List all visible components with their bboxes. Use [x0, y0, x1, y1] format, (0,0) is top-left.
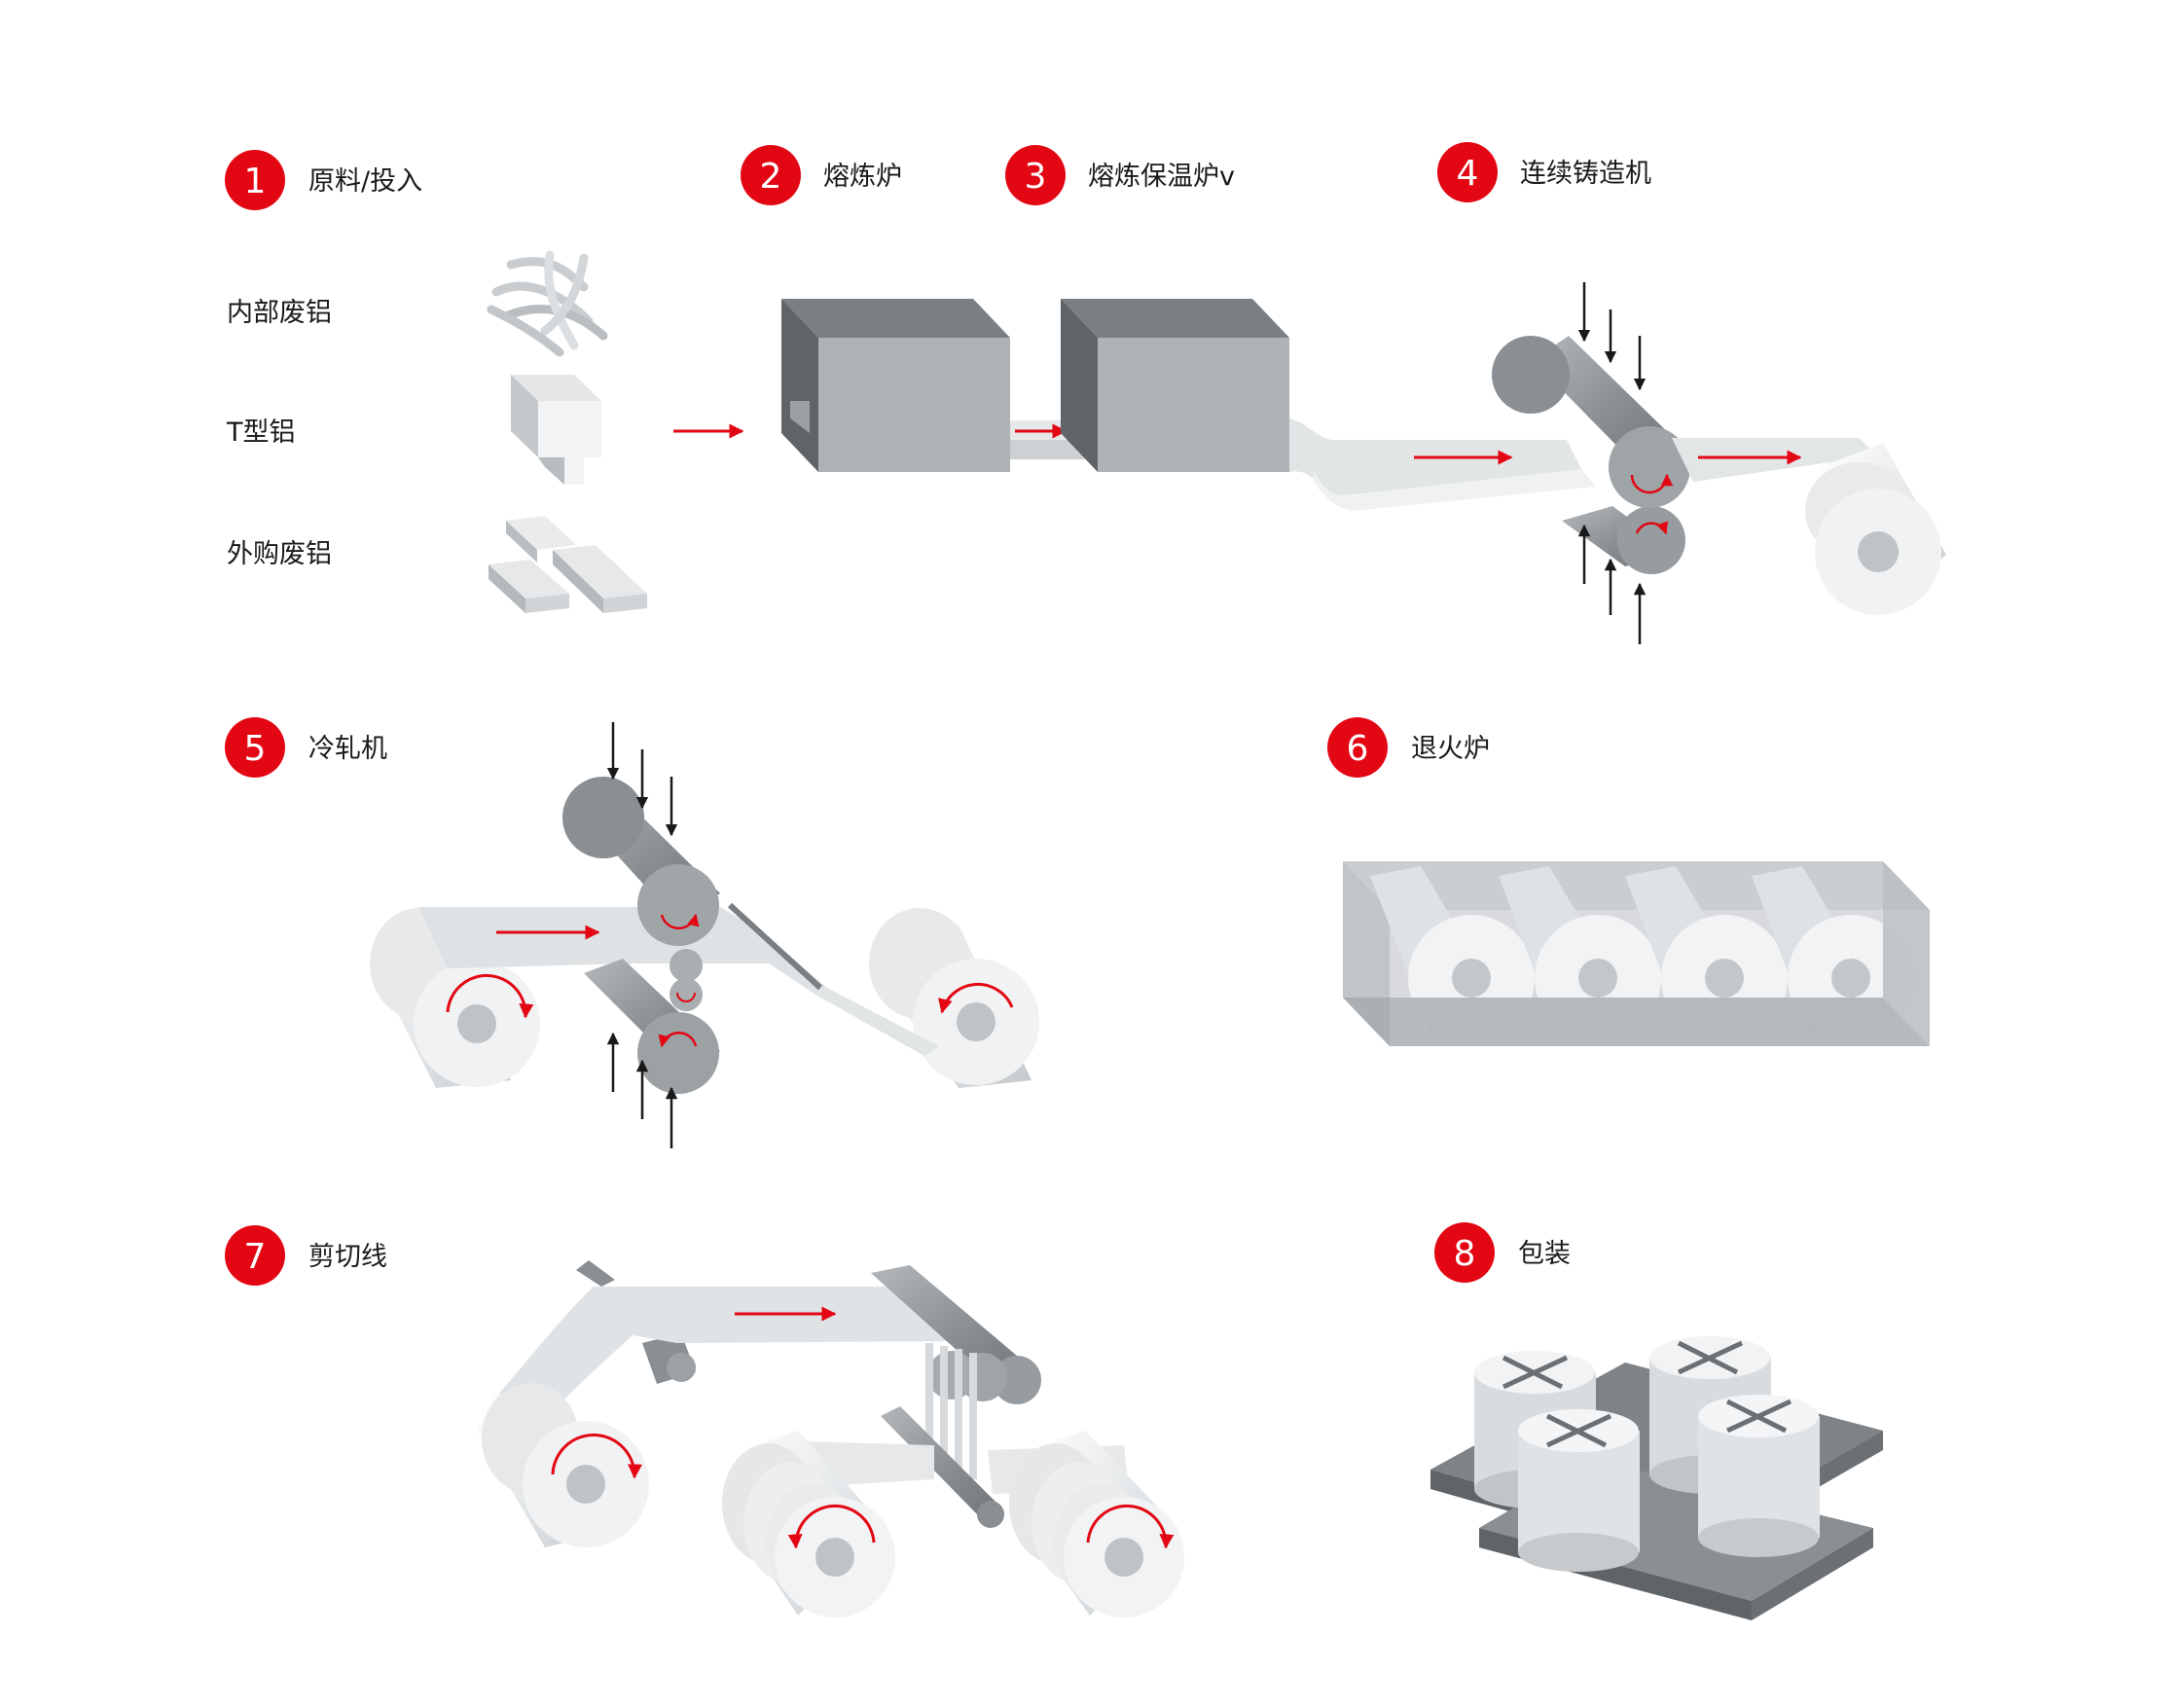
strip-guide [727, 902, 823, 991]
step-7-header: 7 剪切线 [225, 1225, 387, 1286]
mill-lower-backup-roll [637, 1012, 719, 1094]
raw-materials: 内部废铝 T型铝 外购废铝 [226, 250, 744, 613]
exit-coil [869, 908, 1039, 1088]
step-2-header: 2 熔炼炉 [741, 145, 902, 205]
rotation-arrow-left-slit-coil [787, 1505, 876, 1549]
step-3-label: 熔炼保温炉v [1088, 162, 1235, 192]
packaging [1430, 1336, 1883, 1620]
step-1-header: 1 原料/投入 [225, 150, 422, 210]
continuous-caster [1289, 282, 1946, 644]
caster-pressure-arrows [1577, 282, 1647, 644]
packaged-coil-front-left [1518, 1409, 1640, 1572]
step-8-badge [1434, 1222, 1495, 1283]
t-profile-icon [511, 375, 601, 485]
ingot-stack-icon [489, 516, 647, 613]
rotation-arrow-lower-roll [658, 1031, 698, 1048]
step-4-number: 4 [1457, 154, 1479, 194]
caster-lower-roll [1617, 506, 1685, 574]
slitter-supply-coil [477, 1383, 649, 1547]
rotation-arrow-upper-roll [660, 913, 700, 930]
mill-upper-backup-roll [637, 864, 719, 946]
step-8-label: 包装 [1518, 1239, 1571, 1269]
mill-pressure-arrows [606, 722, 678, 1148]
step-6-number: 6 [1347, 729, 1369, 769]
rotation-arrow-entry-coil [446, 974, 534, 1019]
step-3-number: 3 [1025, 157, 1047, 197]
step-8-number: 8 [1454, 1234, 1476, 1274]
step-6-badge [1327, 717, 1388, 778]
step-2-label: 熔炼炉 [823, 162, 902, 192]
material-label-t-profile: T型铝 [226, 418, 296, 448]
step-8-header: 8 包装 [1434, 1222, 1571, 1283]
rotation-arrow-work-roll [676, 992, 696, 1002]
step-5-header: 5 冷轧机 [225, 717, 387, 778]
step-1-label: 原料/投入 [308, 166, 422, 197]
step-7-badge [225, 1225, 285, 1286]
holding-furnace [1061, 299, 1289, 472]
slit-coil-right [1009, 1431, 1184, 1617]
material-label-purchased-scrap: 外购废铝 [227, 539, 332, 569]
step-6-header: 6 退火炉 [1327, 717, 1490, 778]
mill-lower-work-roll [670, 978, 703, 1011]
mill-upper-work-roll [670, 949, 703, 982]
cold-rolling-mill [370, 722, 1039, 1148]
scrap-shavings-icon [487, 250, 608, 357]
step-5-number: 5 [244, 729, 267, 769]
step-4-label: 连续铸造机 [1520, 159, 1651, 189]
step-3-badge [1005, 145, 1066, 205]
rotation-arrow-right-slit-coil [1086, 1505, 1175, 1549]
melting-furnace [781, 299, 1010, 472]
rotation-arrow-supply-coil [551, 1433, 642, 1479]
annealing-furnace [1343, 861, 1930, 1046]
caster-upper-roll [1609, 426, 1690, 508]
step-2-badge [741, 145, 801, 205]
slit-coil-left [722, 1431, 895, 1617]
step-1-badge [225, 150, 285, 210]
step-5-label: 冷轧机 [308, 734, 387, 764]
caster-output-coil [1805, 443, 1946, 615]
step-4-header: 4 连续铸造机 [1437, 142, 1651, 202]
rotation-arrow-upper-roll [1630, 473, 1674, 494]
step-2-number: 2 [760, 157, 782, 197]
step-4-badge [1437, 142, 1498, 202]
step-5-badge [225, 717, 285, 778]
packaged-coil-front-right [1698, 1395, 1820, 1557]
slitting-line [477, 1260, 1184, 1617]
material-label-internal-scrap: 内部废铝 [227, 298, 332, 328]
step-1-number: 1 [244, 162, 267, 201]
rotation-arrow-exit-coil [938, 982, 1014, 1014]
step-7-number: 7 [244, 1237, 267, 1277]
step-6-label: 退火炉 [1411, 734, 1490, 764]
step-7-label: 剪切线 [308, 1242, 387, 1272]
rotation-arrow-lower-roll [1635, 521, 1668, 535]
step-3-header: 3 熔炼保温炉v [1005, 145, 1235, 205]
